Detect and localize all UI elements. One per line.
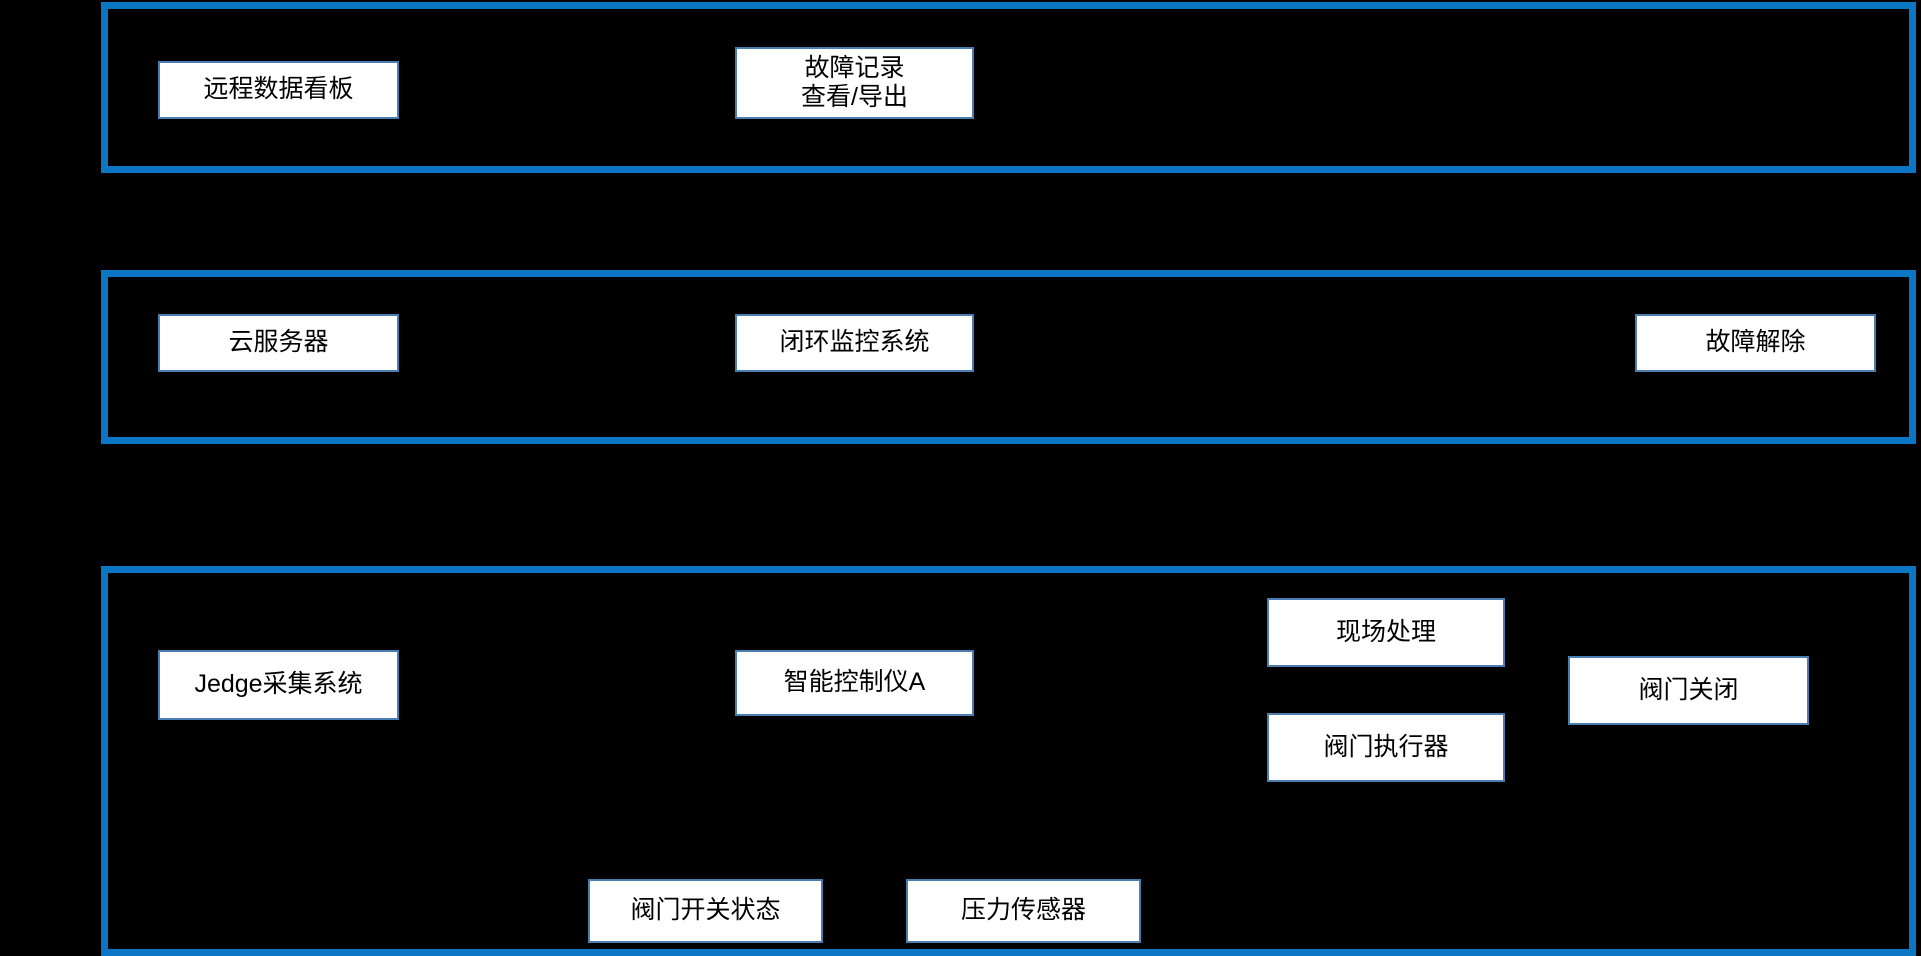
node-smart-controller-a[interactable]: 智能控制仪A <box>735 650 974 716</box>
node-valve-actuator[interactable]: 阀门执行器 <box>1267 713 1505 782</box>
node-jedge-acquisition-system-label: Jedge采集系统 <box>194 670 363 699</box>
node-fault-record-view-export[interactable]: 故障记录 查看/导出 <box>735 47 974 119</box>
node-closed-loop-monitoring-system[interactable]: 闭环监控系统 <box>735 314 974 372</box>
lane-field-layer: Jedge采集系统 智能控制仪A 现场处理 阀门执行器 阀门关闭 阀门开关状态 … <box>101 566 1916 956</box>
node-onsite-processing[interactable]: 现场处理 <box>1267 598 1505 667</box>
node-remote-data-dashboard-label: 远程数据看板 <box>203 75 354 104</box>
node-valve-switch-status-label: 阀门开关状态 <box>630 896 781 925</box>
node-valve-closed-label: 阀门关闭 <box>1638 675 1739 704</box>
node-cloud-server[interactable]: 云服务器 <box>158 314 399 372</box>
node-onsite-processing-label: 现场处理 <box>1335 617 1436 646</box>
node-smart-controller-a-label: 智能控制仪A <box>783 668 926 697</box>
node-fault-cleared-label: 故障解除 <box>1705 328 1806 357</box>
node-valve-closed[interactable]: 阀门关闭 <box>1568 656 1809 725</box>
node-fault-record-view-export-label: 故障记录 查看/导出 <box>801 53 908 112</box>
lane-cloud-layer: 云服务器 闭环监控系统 故障解除 <box>101 270 1916 444</box>
lane-remote-layer: 远程数据看板 故障记录 查看/导出 <box>101 2 1916 173</box>
node-valve-actuator-label: 阀门执行器 <box>1323 732 1449 761</box>
node-jedge-acquisition-system[interactable]: Jedge采集系统 <box>158 650 399 720</box>
node-fault-cleared[interactable]: 故障解除 <box>1635 314 1876 372</box>
node-pressure-sensor-label: 压力传感器 <box>960 896 1086 925</box>
node-cloud-server-label: 云服务器 <box>228 328 329 357</box>
node-valve-switch-status[interactable]: 阀门开关状态 <box>588 879 823 943</box>
node-remote-data-dashboard[interactable]: 远程数据看板 <box>158 61 399 119</box>
node-pressure-sensor[interactable]: 压力传感器 <box>906 879 1141 943</box>
node-closed-loop-monitoring-system-label: 闭环监控系统 <box>779 328 930 357</box>
